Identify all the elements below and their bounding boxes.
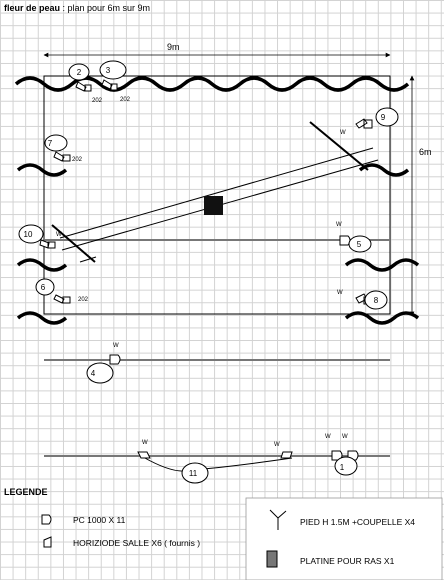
center-plate — [204, 196, 223, 215]
fixture-5-icon — [339, 235, 351, 246]
fixture-3-icon — [101, 79, 118, 91]
fixture-2[interactable]: 2 202 — [68, 63, 103, 104]
fixture-7[interactable]: 7 202 — [44, 134, 83, 163]
fixture-2-num: 2 — [77, 68, 82, 77]
fixture-1-circle — [334, 456, 358, 476]
fixture-5[interactable]: 5 W — [336, 222, 372, 253]
hanging-curve — [142, 456, 293, 472]
fixture-1[interactable]: 1 W W — [325, 434, 359, 476]
fixture-2-icon — [75, 81, 92, 92]
title-rest: : plan pour 6m sur 9m — [60, 3, 151, 13]
fixture-10[interactable]: 10 W — [18, 224, 62, 249]
fixture-4-icon — [109, 354, 121, 365]
fixture-2-circle — [68, 63, 90, 81]
legend-plate: PLATINE POUR RAS X1 — [300, 556, 395, 566]
fixture-11-icon-a — [137, 451, 151, 459]
fixture-8-num: 8 — [374, 296, 379, 305]
legend-stand: PIED H 1.5M +COUPELLE X4 — [300, 517, 416, 527]
fixture-5-num: 5 — [357, 240, 362, 249]
fixture-6-num: 6 — [41, 283, 46, 292]
fixture-9-icon — [355, 118, 373, 129]
fixture-9-circle — [375, 107, 399, 127]
fixture-9-num: 9 — [381, 113, 386, 122]
fixture-8-circle — [364, 290, 388, 310]
fixture-4-num: 4 — [91, 369, 96, 378]
fixture-4[interactable]: 4 W — [86, 343, 121, 384]
horiziode-icon — [43, 536, 52, 548]
fixture-1-tag-b: W — [342, 434, 348, 440]
legend-horiziode: HORIZIODE SALLE X6 ( fournis ) — [73, 538, 201, 548]
fixture-6-icon — [53, 294, 71, 304]
fixture-1-num: 1 — [340, 463, 345, 472]
fixture-11-tag-a: W — [142, 440, 148, 446]
stand-icon — [269, 509, 287, 530]
right-wave-3 — [344, 311, 420, 325]
fixture-5-tag: W — [336, 222, 342, 228]
fixture-2-tag: 202 — [92, 98, 103, 104]
fixture-10-icon — [39, 239, 56, 249]
diagonal-truss — [51, 121, 379, 263]
fixture-7-icon — [53, 151, 71, 162]
legend-right-panel — [245, 497, 443, 580]
fixture-6-circle — [35, 278, 55, 296]
right-wave-2 — [344, 258, 420, 272]
fixture-9-tag: W — [340, 130, 346, 136]
fixture-11-icon-b — [280, 451, 293, 459]
height-dimension-label: 6m — [419, 147, 432, 157]
fixture-10-tag: W — [56, 232, 62, 238]
fixture-11-circle — [181, 462, 209, 484]
left-wave-2 — [16, 258, 68, 272]
pc-icon — [41, 514, 52, 525]
left-wave-3 — [16, 311, 68, 325]
legend-pc: PC 1000 X 11 — [73, 515, 126, 525]
title-name: fleur de peau — [4, 3, 61, 13]
legend-title: LEGENDE — [4, 487, 48, 497]
fixture-6[interactable]: 6 202 — [35, 278, 89, 304]
fixture-8-tag: W — [337, 290, 343, 296]
stage-edges — [14, 76, 420, 325]
fixture-3[interactable]: 3 202 — [99, 60, 131, 103]
fixture-11-num: 11 — [189, 469, 198, 478]
fixture-1-tag-a: W — [325, 434, 331, 440]
fixture-9[interactable]: 9 W — [340, 107, 399, 136]
fixture-10-circle — [18, 224, 44, 244]
fixture-3-circle — [99, 60, 127, 80]
plan-title: fleur de peau : plan pour 6m sur 9m — [4, 3, 150, 13]
fixture-7-tag: 202 — [72, 157, 83, 163]
fixture-7-circle — [44, 134, 68, 152]
fixture-6-tag: 202 — [78, 297, 89, 303]
fixture-4-tag: W — [113, 343, 119, 349]
fixture-7-num: 7 — [48, 139, 53, 148]
fixture-8[interactable]: 8 W — [337, 290, 388, 310]
left-wave-1 — [16, 163, 68, 177]
width-dimension-label: 9m — [167, 42, 180, 52]
plate-icon — [266, 550, 278, 568]
stage-outline — [43, 75, 391, 315]
right-wave-1 — [358, 163, 410, 177]
fixture-3-tag: 202 — [120, 97, 131, 103]
fixture-11[interactable]: 11 W W — [137, 440, 293, 484]
fixture-11-tag-b: W — [274, 442, 280, 448]
fixture-3-num: 3 — [106, 66, 111, 75]
fixture-10-num: 10 — [24, 230, 33, 239]
fixture-4-circle — [86, 362, 114, 384]
fixture-5-circle — [348, 235, 372, 253]
